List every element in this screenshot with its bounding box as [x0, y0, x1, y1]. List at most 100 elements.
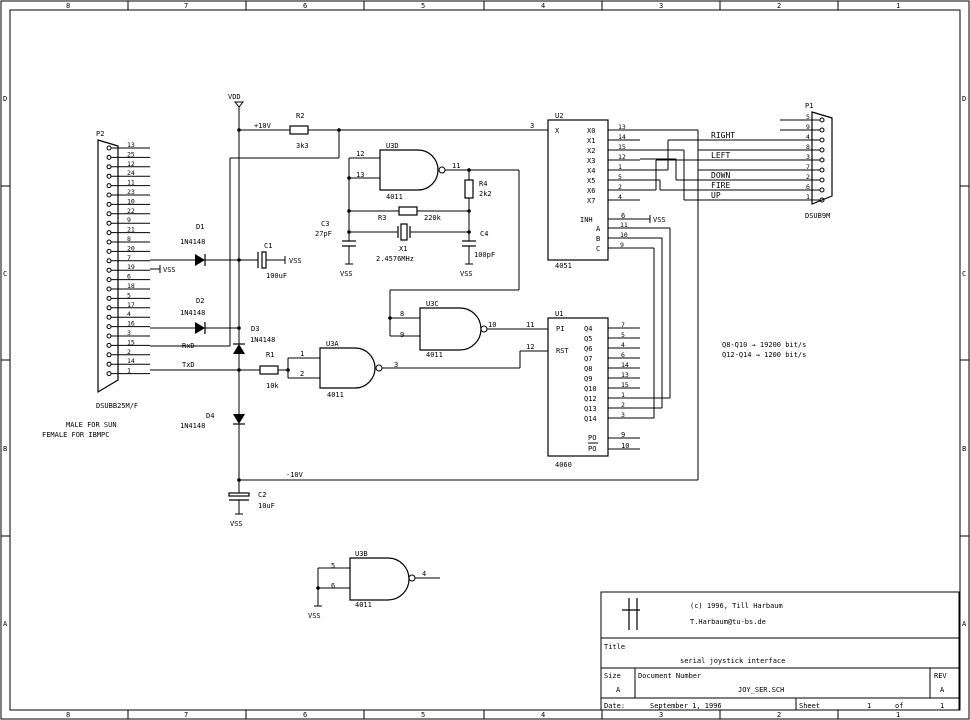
p2-pin-hole — [106, 295, 112, 301]
p1-pin-number: 2 — [806, 173, 810, 181]
d1-value: 1N4148 — [180, 238, 205, 246]
p2-pin-number: 22 — [127, 207, 135, 215]
p2-pin-number: 4 — [127, 310, 131, 318]
signal-fire: FIRE — [711, 181, 730, 190]
d2-d3-d4-network: D2 1N4148 D3 1N4148 D4 1N4148 VSS C2 10u… — [150, 297, 275, 528]
p1-pin-hole — [819, 137, 825, 143]
c2-ref: C2 — [258, 491, 266, 499]
p2-pin-number: 17 — [127, 301, 135, 309]
p2-ref: P2 — [96, 130, 104, 138]
u3b-vss: VSS — [308, 612, 321, 620]
p2-pin-number: 9 — [127, 216, 131, 224]
p1-ref: P1 — [805, 102, 813, 110]
company-logo — [622, 598, 640, 630]
p2-pin-number: 12 — [127, 160, 135, 168]
u2-output-pin: 1 — [618, 163, 622, 171]
p2-pin-hole — [106, 173, 112, 179]
col-label: 8 — [66, 2, 70, 10]
plus10v-label: +10V — [254, 122, 272, 130]
d4-ref: D4 — [206, 412, 214, 420]
signal-up: UP — [711, 191, 721, 200]
u2-output-label: X7 — [587, 197, 595, 205]
signal-down: DOWN — [711, 171, 730, 180]
col-label: 7 — [184, 2, 188, 10]
p2-pin-number: 7 — [127, 254, 131, 262]
u3c-in2: 9 — [400, 331, 404, 339]
row-label: C — [962, 270, 966, 278]
minus10v-label: -10V — [286, 471, 304, 479]
baud-note-2: Q12-Q14 → 1200 bit/s — [722, 351, 806, 359]
p2-note-line2: FEMALE FOR IBMPC — [42, 431, 109, 439]
p2-pin-number: 18 — [127, 282, 135, 290]
email-text: T.Harbaum@tu-bs.de — [690, 618, 766, 626]
d2-value: 1N4148 — [180, 309, 205, 317]
u1-output-pin: 7 — [621, 321, 625, 329]
u2-output-label: X1 — [587, 137, 595, 145]
crystal-x1 — [400, 223, 408, 241]
rev-value: A — [940, 686, 945, 694]
u3c-type: 4011 — [426, 351, 443, 359]
diode-d1 — [195, 254, 205, 266]
col-label: 7 — [184, 711, 188, 719]
p2-pin-hole — [106, 239, 112, 245]
u2-output-pin: 15 — [618, 143, 626, 151]
row-label: D — [3, 95, 7, 103]
oscillator-section: 12 13 11 U3D 4011 R4 2k2 R3 220k X1 — [315, 142, 520, 336]
u1-output-pin: 2 — [621, 401, 625, 409]
r3-ref: R3 — [378, 214, 386, 222]
p2-pin-number: 20 — [127, 244, 135, 252]
p2-pin-hole — [106, 352, 112, 358]
u3b-ref: U3B — [355, 550, 368, 558]
p2-pin-number: 2 — [127, 348, 131, 356]
p1-pin-number: 6 — [806, 183, 810, 191]
p2-pin-number: 10 — [127, 197, 135, 205]
c3-value: 27pF — [315, 230, 332, 238]
col-label: 3 — [659, 2, 663, 10]
u2-output-label: X3 — [587, 157, 595, 165]
p1-pin-number: 1 — [806, 193, 810, 201]
u3a-section: R1 10k 1 2 3 U3A 4011 — [259, 340, 548, 399]
p2-gnd-vss: VSS — [163, 266, 176, 274]
rxd-label: RxD — [182, 342, 195, 350]
u3a-type: 4011 — [327, 391, 344, 399]
p2-pin-number: 11 — [127, 179, 135, 187]
date-value: September 1, 1996 — [650, 702, 722, 710]
c1-ref: C1 — [264, 242, 272, 250]
col-label: 8 — [66, 711, 70, 719]
d3-ref: D3 — [251, 325, 259, 333]
c3-vss: VSS — [340, 270, 353, 278]
p2-pin-hole — [106, 201, 112, 207]
p2-pin-number: 19 — [127, 263, 135, 271]
u1-output-pin: 5 — [621, 331, 625, 339]
u2-type: 4051 — [555, 262, 572, 270]
col-label: 4 — [541, 2, 545, 10]
u3b-in2: 6 — [331, 582, 335, 590]
u1-pi-label: PI — [556, 325, 564, 333]
u1-output-label: Q4 — [584, 325, 592, 333]
u3b-type: 4011 — [355, 601, 372, 609]
c4-ref: C4 — [480, 230, 488, 238]
u1-output-label: Q6 — [584, 345, 592, 353]
p1-pin-hole — [819, 177, 825, 183]
p2-pin-number: 6 — [127, 273, 131, 281]
p2-pin-hole — [106, 248, 112, 254]
col-label: 4 — [541, 711, 545, 719]
u2-select-label: B — [596, 235, 600, 243]
u2-select-label: A — [596, 225, 601, 233]
gate-u3c — [419, 307, 482, 351]
c1-vss: VSS — [289, 257, 302, 265]
p1-pin-hole — [819, 187, 825, 193]
p2-pin-hole — [106, 324, 112, 330]
u1-output-pin: 4 — [621, 341, 625, 349]
u1-output-label: Q13 — [584, 405, 597, 413]
u3c-in1: 8 — [400, 310, 404, 318]
of-label: of — [895, 702, 903, 710]
diode-d3 — [233, 344, 245, 354]
u1-po2-label: PO — [588, 445, 596, 453]
row-label: C — [3, 270, 7, 278]
db25-shell — [97, 139, 119, 394]
p2-type: DSUBB25M/F — [96, 402, 138, 410]
